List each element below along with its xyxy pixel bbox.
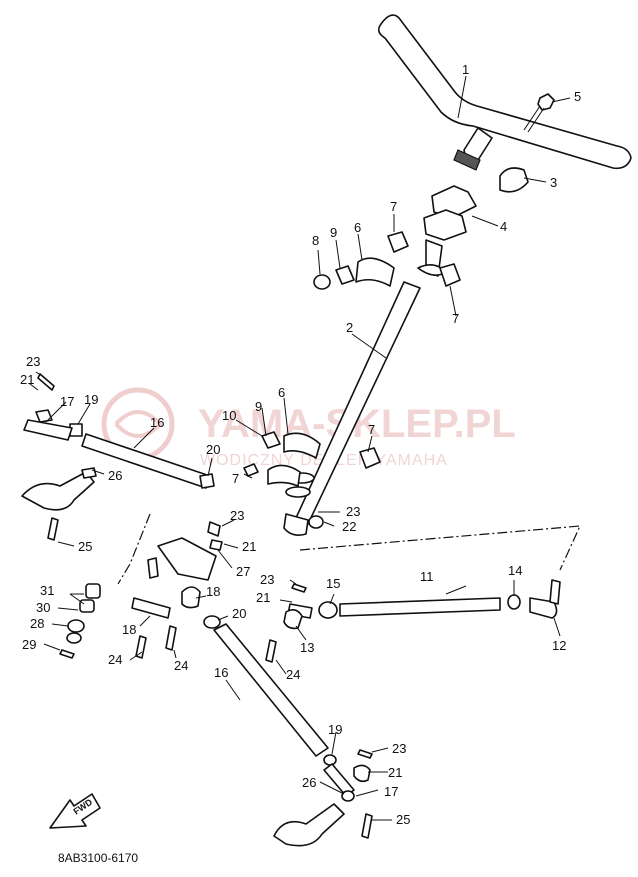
- callout-17-lower: 17: [384, 784, 398, 799]
- steering-column: [283, 239, 447, 536]
- callout-26-upper: 26: [108, 468, 122, 483]
- right-tie-rod: [339, 579, 561, 619]
- callout-31: 31: [40, 583, 54, 598]
- callout-25-lower: 25: [396, 812, 410, 827]
- callout-9-lower: 9: [255, 399, 262, 414]
- handlebar: [377, 14, 632, 171]
- callout-18-left: 18: [122, 622, 136, 637]
- callout-24-left: 24: [108, 652, 122, 667]
- handlebar-bolt: [523, 93, 555, 133]
- leader-lines: [29, 75, 571, 821]
- callout-20-lower: 20: [232, 606, 246, 621]
- callout-19-lower: 19: [328, 722, 342, 737]
- lower-holder: [423, 185, 477, 241]
- callout-5: 5: [574, 89, 581, 104]
- callout-21-upper-left: 21: [20, 372, 34, 387]
- fwd-arrow-icon: FWD: [49, 793, 101, 829]
- callout-27: 27: [236, 564, 250, 579]
- callout-26-lower: 26: [302, 775, 316, 790]
- left-tie-rod-upper: [21, 373, 215, 541]
- callout-23-column: 23: [346, 504, 360, 519]
- callout-9-upper: 9: [330, 225, 337, 240]
- callout-21-lower: 21: [388, 765, 402, 780]
- callout-2: 2: [346, 320, 353, 335]
- upper-bushing-group: [313, 231, 461, 290]
- left-tie-rod-lower: [213, 623, 373, 847]
- callout-11: 11: [420, 569, 434, 584]
- callout-15: 15: [326, 576, 340, 591]
- callout-4: 4: [500, 219, 507, 234]
- callout-1: 1: [462, 62, 469, 77]
- callout-22: 22: [342, 519, 356, 534]
- callout-23-right: 23: [260, 572, 274, 587]
- reference-line: [299, 525, 581, 571]
- watermark: YAMA-SKLEP.PL WODICZNY DEALER YAMAHA: [101, 387, 516, 469]
- tie-rod-ends-center: [131, 586, 221, 659]
- callout-7-lower-right: 7: [368, 422, 375, 437]
- callout-21-right: 21: [256, 590, 270, 605]
- lower-left-parts: [59, 583, 101, 659]
- callout-6-upper: 6: [354, 220, 361, 235]
- callout-7-lower-left: 7: [232, 471, 239, 486]
- callout-16-upper: 16: [150, 415, 164, 430]
- callout-8: 8: [312, 233, 319, 248]
- callout-labels: 1 2 3 4 5 6 6 7 7 7 7 8 9 9 10 11 12 13 …: [20, 62, 581, 827]
- callout-16-lower: 16: [214, 665, 228, 680]
- callout-24-center: 24: [174, 658, 188, 673]
- callout-13: 13: [300, 640, 314, 655]
- callout-20-upper: 20: [206, 442, 220, 457]
- callout-24-right: 24: [286, 667, 300, 682]
- pitman-arm: [147, 521, 223, 581]
- right-inner-parts: [265, 583, 338, 663]
- callout-25-upper: 25: [78, 539, 92, 554]
- callout-19-upper: 19: [84, 392, 98, 407]
- callout-12: 12: [552, 638, 566, 653]
- callout-23-upper-left: 23: [26, 354, 40, 369]
- callout-30: 30: [36, 600, 50, 615]
- callout-23-center: 23: [230, 508, 244, 523]
- lower-bushing-group: [243, 431, 381, 529]
- callout-7-upper-right: 7: [452, 311, 459, 326]
- callout-28: 28: [30, 616, 44, 631]
- callout-10: 10: [222, 408, 236, 423]
- callout-23-lower: 23: [392, 741, 406, 756]
- callout-17-upper: 17: [60, 394, 74, 409]
- callout-21-center: 21: [242, 539, 256, 554]
- callout-3: 3: [550, 175, 557, 190]
- callout-7-upper-left: 7: [390, 199, 397, 214]
- upper-holder: [499, 167, 529, 193]
- callout-14: 14: [508, 563, 522, 578]
- callout-18-right: 18: [206, 584, 220, 599]
- diagram-code: 8AB3100-6170: [58, 851, 138, 865]
- callout-6-lower: 6: [278, 385, 285, 400]
- callout-29: 29: [22, 637, 36, 652]
